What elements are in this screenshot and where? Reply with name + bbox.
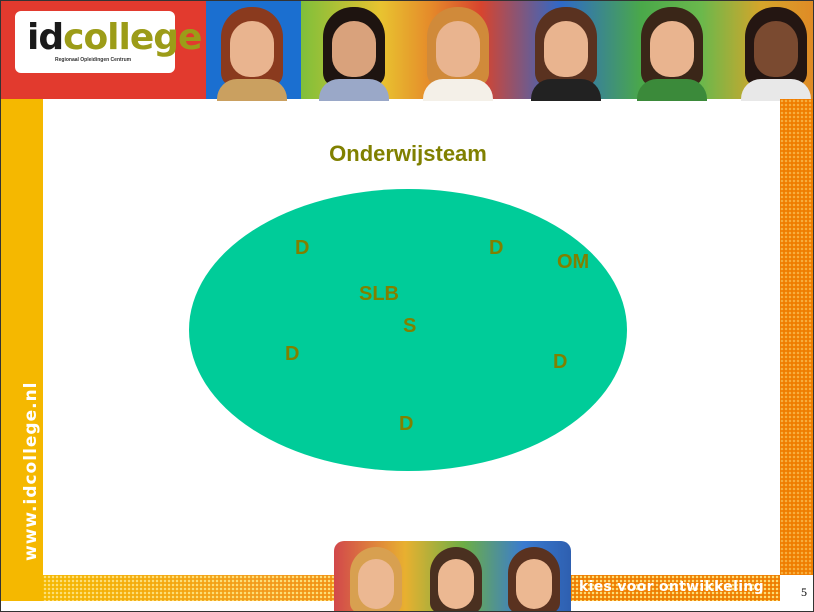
left-stripe xyxy=(1,99,43,575)
team-member-label: SLB xyxy=(359,283,399,305)
logo-wordmark: idcollege xyxy=(27,17,202,58)
student-photo xyxy=(635,7,709,101)
footer-corner xyxy=(1,575,43,601)
student-photo xyxy=(529,7,603,101)
team-member-label: D xyxy=(489,237,504,259)
team-member-label: D xyxy=(399,413,414,435)
student-photo xyxy=(215,7,289,101)
footer-tagline: kies voor ontwikkeling xyxy=(579,579,764,595)
logo-subtitle: Regionaal Opleidingen Centrum xyxy=(55,57,132,63)
team-member-label: OM xyxy=(557,251,590,273)
logo-id-text: id xyxy=(27,17,64,58)
slide-title: Onderwijsteam xyxy=(329,141,487,166)
student-photo xyxy=(421,7,495,101)
footer-photo xyxy=(334,541,571,611)
website-url: www.idcollege.nl xyxy=(21,381,41,561)
page-number: 5 xyxy=(801,585,807,599)
team-member-label: S xyxy=(403,315,417,337)
team-member-label: D xyxy=(285,343,300,365)
student-photo xyxy=(317,7,391,101)
team-member-label: D xyxy=(553,351,568,373)
header-banner: idcollege Regionaal Opleidingen Centrum xyxy=(1,1,813,101)
logo-college-text: college xyxy=(63,17,202,58)
right-stripe xyxy=(780,99,813,575)
team-member-label: D xyxy=(295,237,310,259)
team-ellipse xyxy=(189,189,627,471)
student-photo xyxy=(739,7,813,101)
logo xyxy=(15,11,175,73)
